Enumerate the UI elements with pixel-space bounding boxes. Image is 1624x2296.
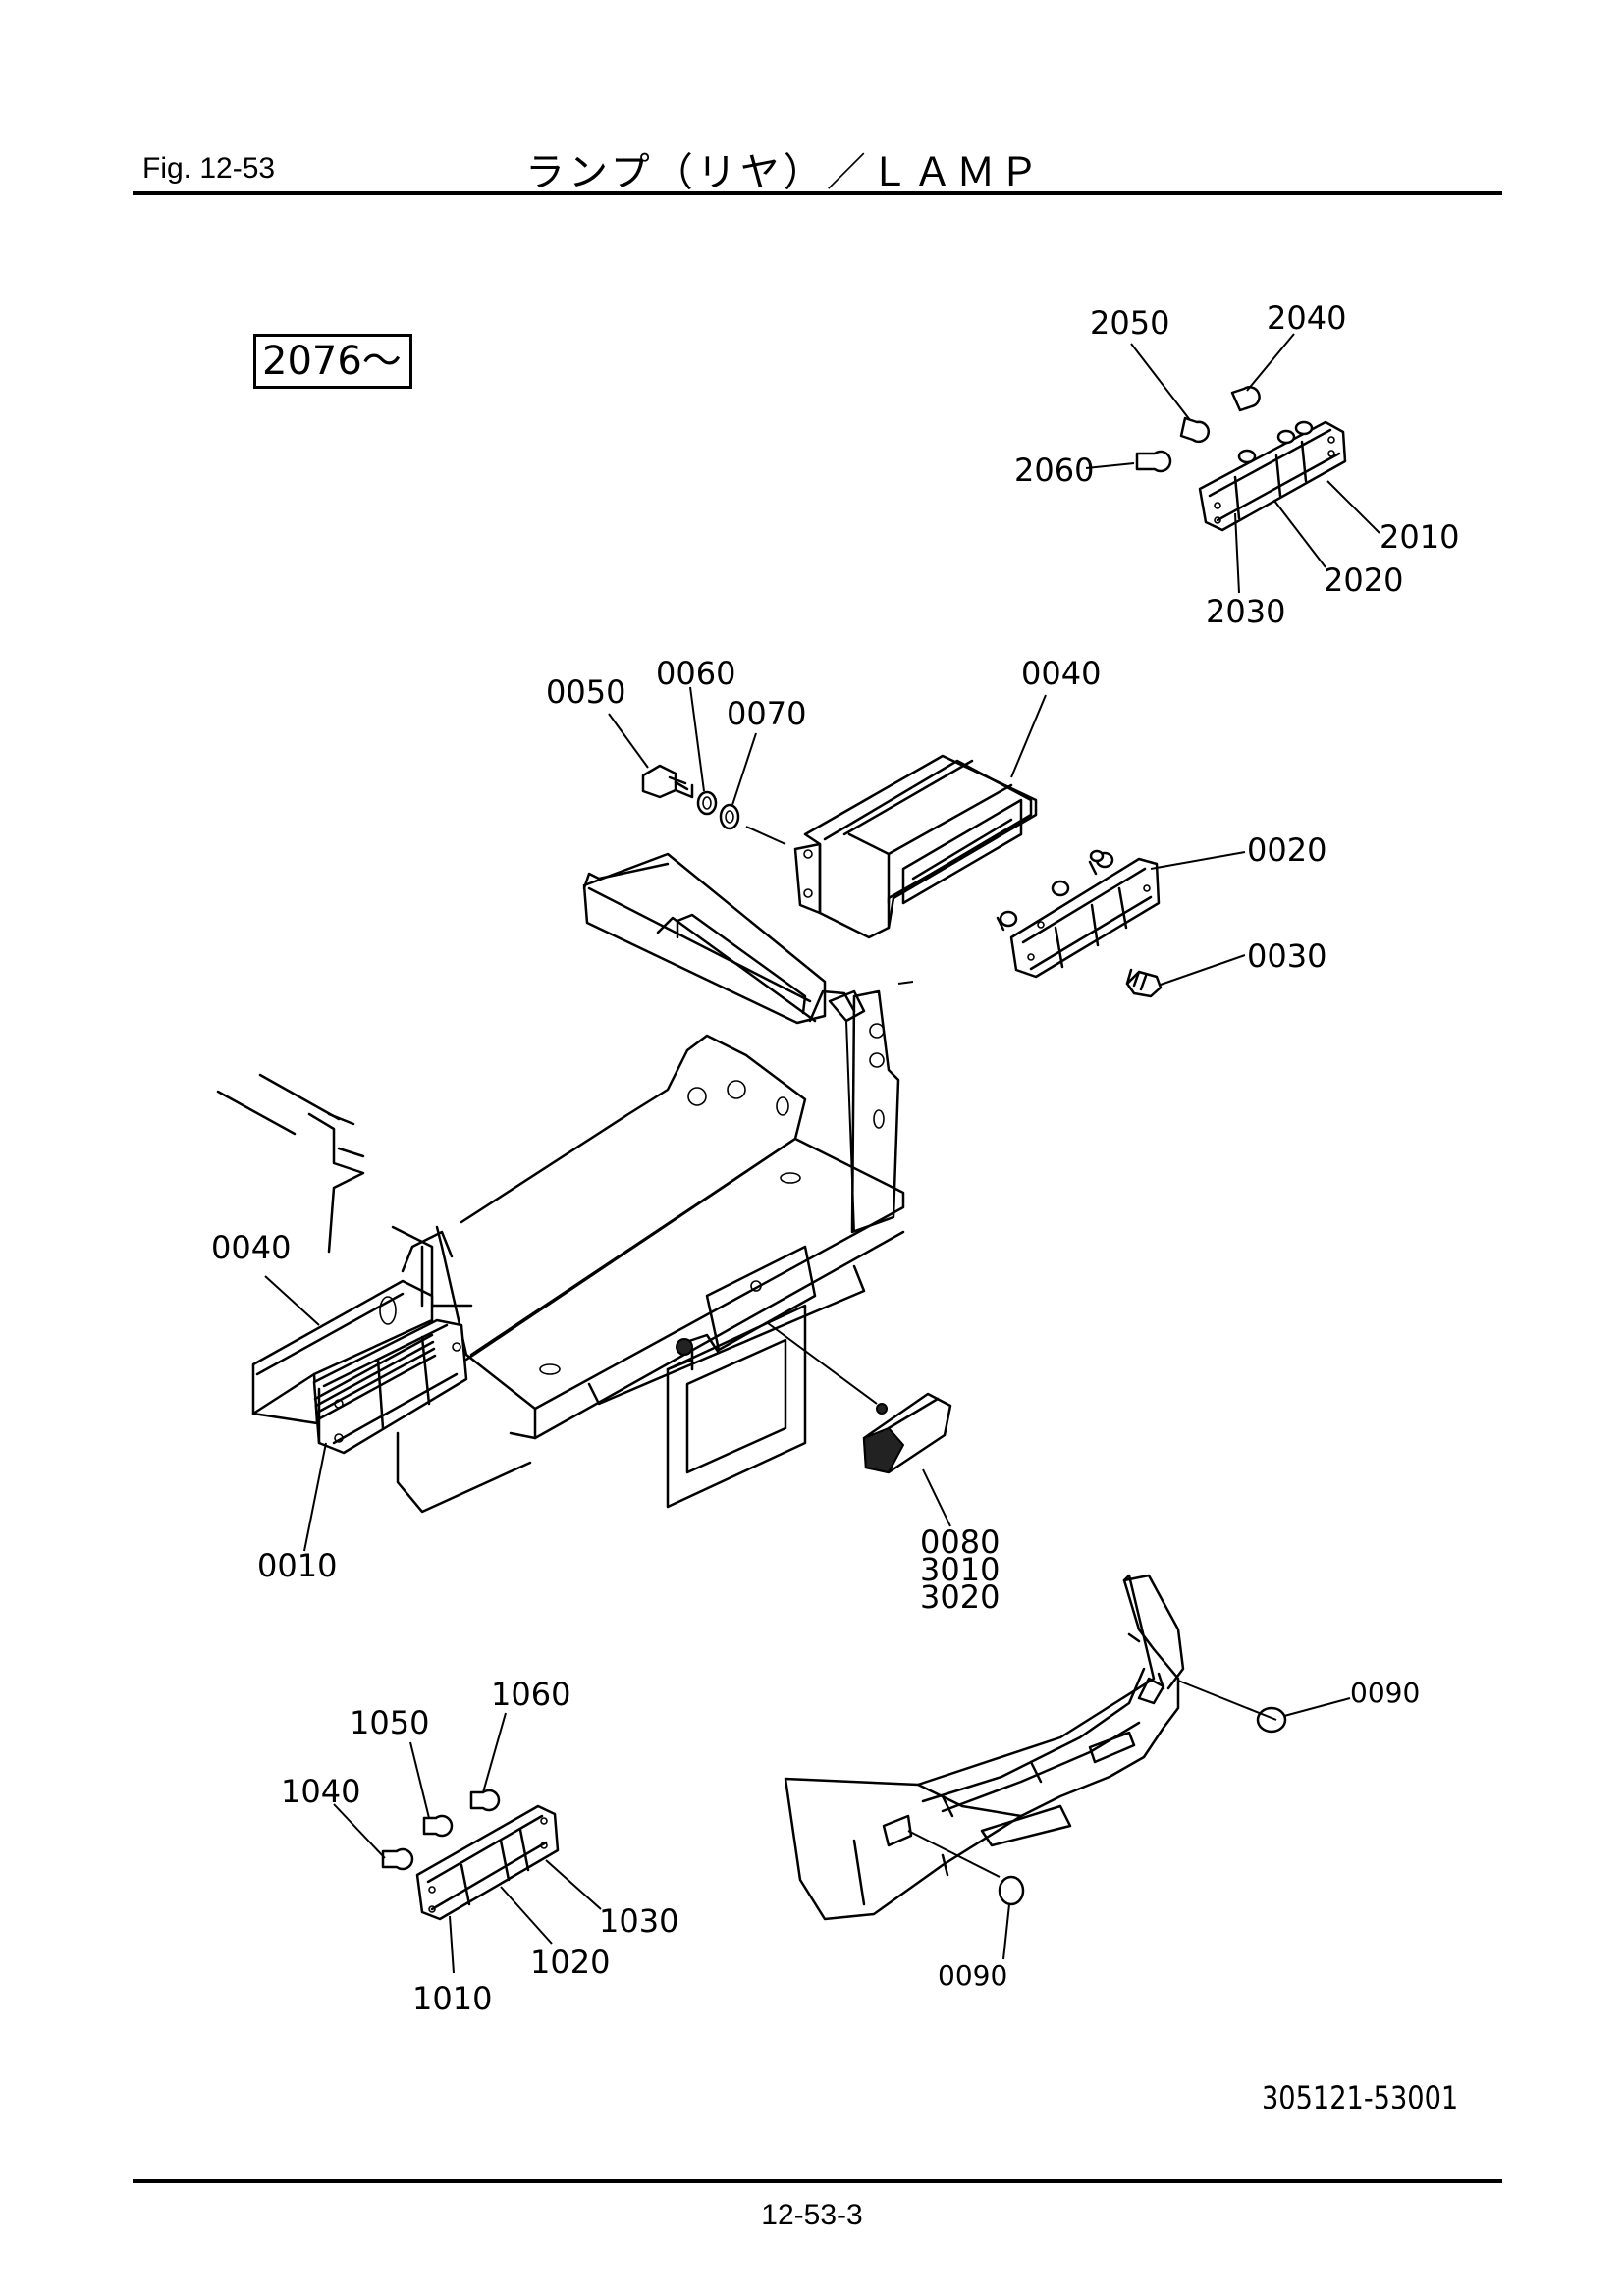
bulb-2060: [1135, 450, 1172, 473]
callout-0040-upper: 0040: [1021, 655, 1101, 692]
callout-labels: 2050 2040 2060 2010 2020 2030 0050 0060 …: [211, 299, 1459, 2017]
callout-0060: 0060: [656, 655, 735, 692]
figure-label: Fig. 12-53: [142, 152, 276, 185]
washer-0070: [719, 803, 740, 830]
callout-1010: 1010: [412, 1980, 492, 2017]
lamp-assembly-2000: [1198, 420, 1347, 532]
callout-3020: 3020: [920, 1578, 1000, 1616]
bulb-1060: [469, 1789, 501, 1812]
bulb-1050: [422, 1814, 454, 1838]
callout-0010: 0010: [257, 1547, 337, 1584]
page-number: 12-53-3: [761, 2199, 863, 2231]
callout-2060: 2060: [1014, 452, 1094, 489]
screw-0030: [1125, 968, 1163, 998]
plug-0090-left: [998, 1875, 1025, 1906]
callout-0030: 0030: [1247, 937, 1326, 975]
callout-3010: 3010: [920, 1551, 1000, 1588]
callout-1030: 1030: [599, 1902, 678, 1940]
drawing-number: 305121-53001: [1262, 2079, 1459, 2116]
callout-2040: 2040: [1267, 299, 1346, 337]
callout-2020: 2020: [1324, 561, 1403, 599]
license-lamp-0080: [862, 1392, 952, 1474]
lamp-box-0040-upper: [793, 754, 1038, 939]
callout-2030: 2030: [1206, 593, 1285, 630]
page-title: ランプ（リヤ）／ＬＡＭＰ: [525, 150, 1043, 195]
lamp-box-0040-left: [251, 1230, 454, 1425]
callout-0040-left: 0040: [211, 1229, 291, 1266]
lamp-assembly-1000: [415, 1804, 560, 1921]
callout-1020: 1020: [530, 1944, 610, 1981]
lamp-0010: [312, 1318, 468, 1455]
callout-0020: 0020: [1247, 831, 1326, 869]
spring-washer-0060: [696, 790, 718, 816]
leader-lines: [264, 333, 1380, 1974]
callout-2050: 2050: [1090, 304, 1169, 342]
footer-divider: [133, 2179, 1502, 2183]
callout-1050: 1050: [350, 1704, 429, 1741]
bolt-0050: [641, 764, 694, 799]
callout-0070: 0070: [727, 695, 806, 732]
bulb-2040: [1230, 386, 1261, 412]
callout-1040: 1040: [281, 1773, 360, 1810]
header-divider: [133, 191, 1502, 195]
callout-0050: 0050: [546, 673, 625, 711]
rear-frame: [216, 852, 905, 1514]
callout-2010: 2010: [1380, 518, 1459, 556]
callout-0090-right: 0090: [1350, 1677, 1420, 1709]
bulb-2050: [1179, 416, 1210, 444]
callout-0080: 0080: [920, 1523, 1000, 1561]
callout-1060: 1060: [491, 1676, 570, 1713]
rear-bumper: [784, 1574, 1185, 1921]
callout-0090-left: 0090: [938, 1959, 1007, 1992]
plug-0090-right: [1256, 1706, 1287, 1734]
license-plate-bracket: [666, 1245, 817, 1509]
lamp-0020: [996, 849, 1161, 979]
bulb-1040: [381, 1847, 414, 1871]
serial-range-box: 2076～: [253, 334, 412, 389]
